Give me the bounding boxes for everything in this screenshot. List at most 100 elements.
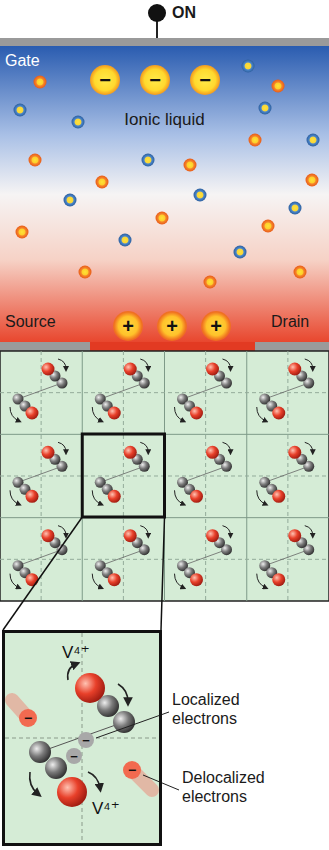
v4-ion: [272, 490, 285, 503]
v4-ion: [75, 673, 105, 703]
v4-ion: [108, 573, 121, 586]
v4-ion: [288, 363, 301, 376]
dimer-link: [265, 383, 309, 399]
source-label: Source: [5, 312, 56, 331]
charge-sign: +: [122, 316, 134, 336]
leader-line: [96, 712, 169, 738]
dimer-link: [100, 550, 144, 566]
charge-sign: +: [166, 316, 178, 336]
anion: [72, 116, 85, 129]
charge-sign: −: [128, 763, 136, 777]
rotation-arrow: [305, 359, 313, 369]
v4-ion: [26, 573, 39, 586]
delocalized-electron: −: [19, 709, 37, 727]
small-ions: [14, 60, 320, 289]
v4-ion: [206, 446, 219, 459]
delocalized-electron: −: [123, 761, 141, 779]
v4-ion: [42, 363, 55, 376]
rotation-arrow: [58, 359, 66, 369]
anion-charge: −: [190, 65, 220, 95]
switch-state: ON: [172, 3, 196, 22]
gate-electrode: [0, 38, 329, 47]
cation: [16, 226, 29, 239]
cation: [34, 76, 47, 89]
vanadium-dimers: [10, 359, 314, 588]
rotation-arrow: [58, 526, 66, 536]
v4-ion: [26, 407, 39, 420]
cation-charge: +: [201, 311, 231, 341]
charge-sign: −: [149, 70, 161, 90]
rotation-arrow: [118, 684, 128, 702]
rotation-arrow: [10, 407, 19, 421]
cation-charge: +: [157, 311, 187, 341]
cation: [306, 174, 319, 187]
v4-ion: [288, 529, 301, 542]
ion-label: V⁴⁺: [92, 798, 120, 819]
v4-ion: [124, 446, 137, 459]
channel-layer: [90, 342, 255, 351]
zoom-line: [3, 517, 82, 630]
v4-ion: [272, 407, 285, 420]
cation: [204, 276, 217, 289]
dimer-link: [100, 383, 144, 399]
anion: [242, 60, 255, 73]
drain-label: Drain: [271, 312, 309, 331]
dimer-link: [183, 383, 227, 399]
grid-line: [0, 392, 329, 393]
v4-ion: [206, 363, 219, 376]
rotation-arrow: [223, 359, 231, 369]
rotation-arrow: [30, 772, 38, 794]
v4-ion: [57, 777, 87, 807]
anion: [194, 189, 207, 202]
anion: [259, 102, 272, 115]
cation: [272, 80, 285, 93]
cation: [249, 134, 262, 147]
localized-electron: −: [78, 732, 94, 748]
dimer-link: [183, 466, 227, 482]
rotation-arrow: [175, 407, 184, 421]
rotation-arrow: [175, 574, 184, 588]
zoom-line: [161, 517, 165, 630]
anion-charge: −: [90, 65, 120, 95]
rotation-arrow: [257, 407, 266, 421]
grid-line: [0, 559, 329, 560]
callout-label: Delocalized electrons: [182, 768, 292, 806]
vanadium-atom: [113, 711, 135, 733]
v4-ion: [288, 446, 301, 459]
rotation-arrow: [10, 574, 19, 588]
anion: [14, 104, 27, 117]
cation: [294, 266, 307, 279]
cation: [262, 220, 275, 233]
source-electrode: [0, 342, 90, 351]
charge-sign: −: [199, 70, 211, 90]
ionic-liquid: [0, 46, 329, 343]
callout-label: Localized electrons: [172, 690, 268, 728]
v4-ion: [42, 529, 55, 542]
charge-sign: −: [70, 750, 78, 763]
v4-ion: [124, 363, 137, 376]
grid-line: [123, 351, 124, 601]
gate-label: Gate: [5, 52, 40, 70]
anion: [142, 154, 155, 167]
cation: [29, 154, 42, 167]
charge-sign: −: [24, 711, 32, 725]
rotation-arrow: [223, 526, 231, 536]
rotation-arrow: [88, 772, 100, 788]
v4-ion: [190, 407, 203, 420]
localized-electron: −: [66, 748, 82, 764]
anion: [307, 134, 320, 147]
cation: [96, 176, 109, 189]
anion: [64, 194, 77, 207]
anion: [289, 202, 302, 215]
rotation-arrow: [140, 526, 148, 536]
terminal-dot: [148, 4, 166, 22]
dimer-link: [265, 466, 309, 482]
v4-ion: [190, 490, 203, 503]
rotation-arrow: [92, 574, 101, 588]
v4-ion: [42, 446, 55, 459]
drain-electrode: [255, 342, 329, 351]
cation-charge: +: [113, 311, 143, 341]
v4-ion: [190, 573, 203, 586]
cation: [79, 266, 92, 279]
rotation-arrow: [140, 359, 148, 369]
